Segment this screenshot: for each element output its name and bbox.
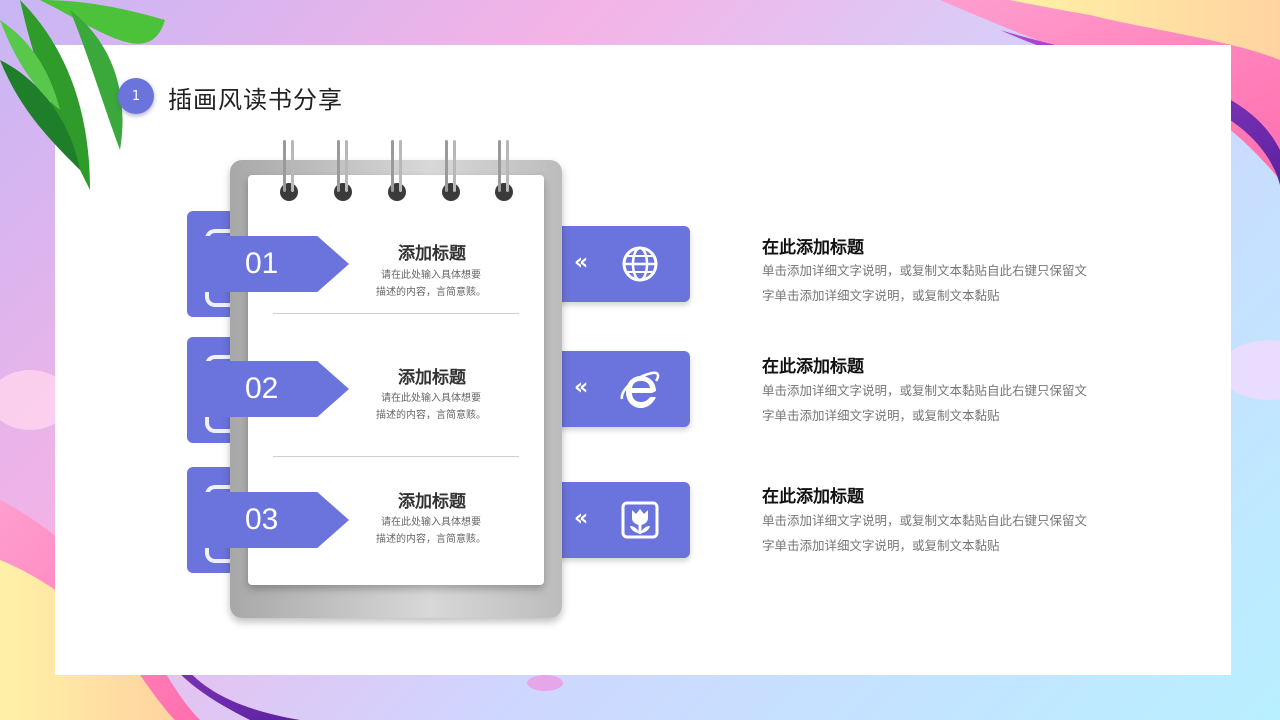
- item-description-line: 请在此处输入具体想要: [381, 270, 481, 281]
- notebook-right-tab-2: «: [556, 351, 690, 427]
- detail-description-line: 单击添加详细文字说明，或复制文本黏贴自此右键只保留文: [762, 383, 1088, 398]
- item-title: 添加标题: [398, 244, 466, 264]
- item-description: 请在此处输入具体想要 描述的内容，言简意赅。: [356, 514, 506, 548]
- detail-description-line: 单击添加详细文字说明，或复制文本黏贴自此右键只保留文: [762, 263, 1088, 278]
- detail-description: 单击添加详细文字说明，或复制文本黏贴自此右键只保留文 字单击添加详细文字说明，或…: [762, 508, 1142, 558]
- item-description-line: 描述的内容，言简意赅。: [376, 287, 486, 298]
- item-description-line: 请在此处输入具体想要: [381, 393, 481, 404]
- chevron-left-icon: «: [574, 375, 589, 400]
- detail-description: 单击添加详细文字说明，或复制文本黏贴自此右键只保留文 字单击添加详细文字说明，或…: [762, 258, 1142, 308]
- detail-description: 单击添加详细文字说明，或复制文本黏贴自此右键只保留文 字单击添加详细文字说明，或…: [762, 378, 1142, 428]
- detail-description-line: 字单击添加详细文字说明，或复制文本黏贴: [762, 408, 1000, 423]
- notebook-right-tab-1: «: [556, 226, 690, 302]
- item-description: 请在此处输入具体想要 描述的内容，言简意赅。: [356, 267, 506, 301]
- binder-ring-icon: [440, 140, 462, 203]
- binder-ring-icon: [332, 140, 354, 203]
- item-number-label: 01: [205, 236, 349, 292]
- leaves-decoration: [0, 0, 165, 190]
- notebook-right-tab-3: «: [556, 482, 690, 558]
- item-number-label: 02: [205, 361, 349, 417]
- section-number-badge: 1: [118, 78, 154, 114]
- detail-description-line: 单击添加详细文字说明，或复制文本黏贴自此右键只保留文: [762, 513, 1088, 528]
- binder-ring-icon: [386, 140, 408, 203]
- globe-icon: [622, 246, 658, 282]
- internet-explorer-icon: [620, 371, 660, 408]
- item-title: 添加标题: [398, 368, 466, 388]
- item-description-line: 描述的内容，言简意赅。: [376, 410, 486, 421]
- item-title: 添加标题: [398, 492, 466, 512]
- chevron-left-icon: «: [574, 250, 589, 275]
- detail-title: 在此添加标题: [762, 238, 864, 258]
- detail-description-line: 字单击添加详细文字说明，或复制文本黏贴: [762, 288, 1000, 303]
- detail-title: 在此添加标题: [762, 357, 864, 377]
- tulip-icon: [621, 501, 659, 539]
- chevron-left-icon: «: [574, 506, 589, 531]
- item-number-label: 03: [205, 492, 349, 548]
- page-title: 插画风读书分享: [168, 86, 343, 114]
- item-description: 请在此处输入具体想要 描述的内容，言简意赅。: [356, 390, 506, 424]
- detail-description-line: 字单击添加详细文字说明，或复制文本黏贴: [762, 538, 1000, 553]
- binder-ring-icon: [278, 140, 300, 203]
- binder-ring-icon: [493, 140, 515, 203]
- item-description-line: 描述的内容，言简意赅。: [376, 534, 486, 545]
- notebook-divider: [273, 456, 519, 457]
- item-description-line: 请在此处输入具体想要: [381, 517, 481, 528]
- notebook-divider: [273, 313, 519, 314]
- detail-title: 在此添加标题: [762, 487, 864, 507]
